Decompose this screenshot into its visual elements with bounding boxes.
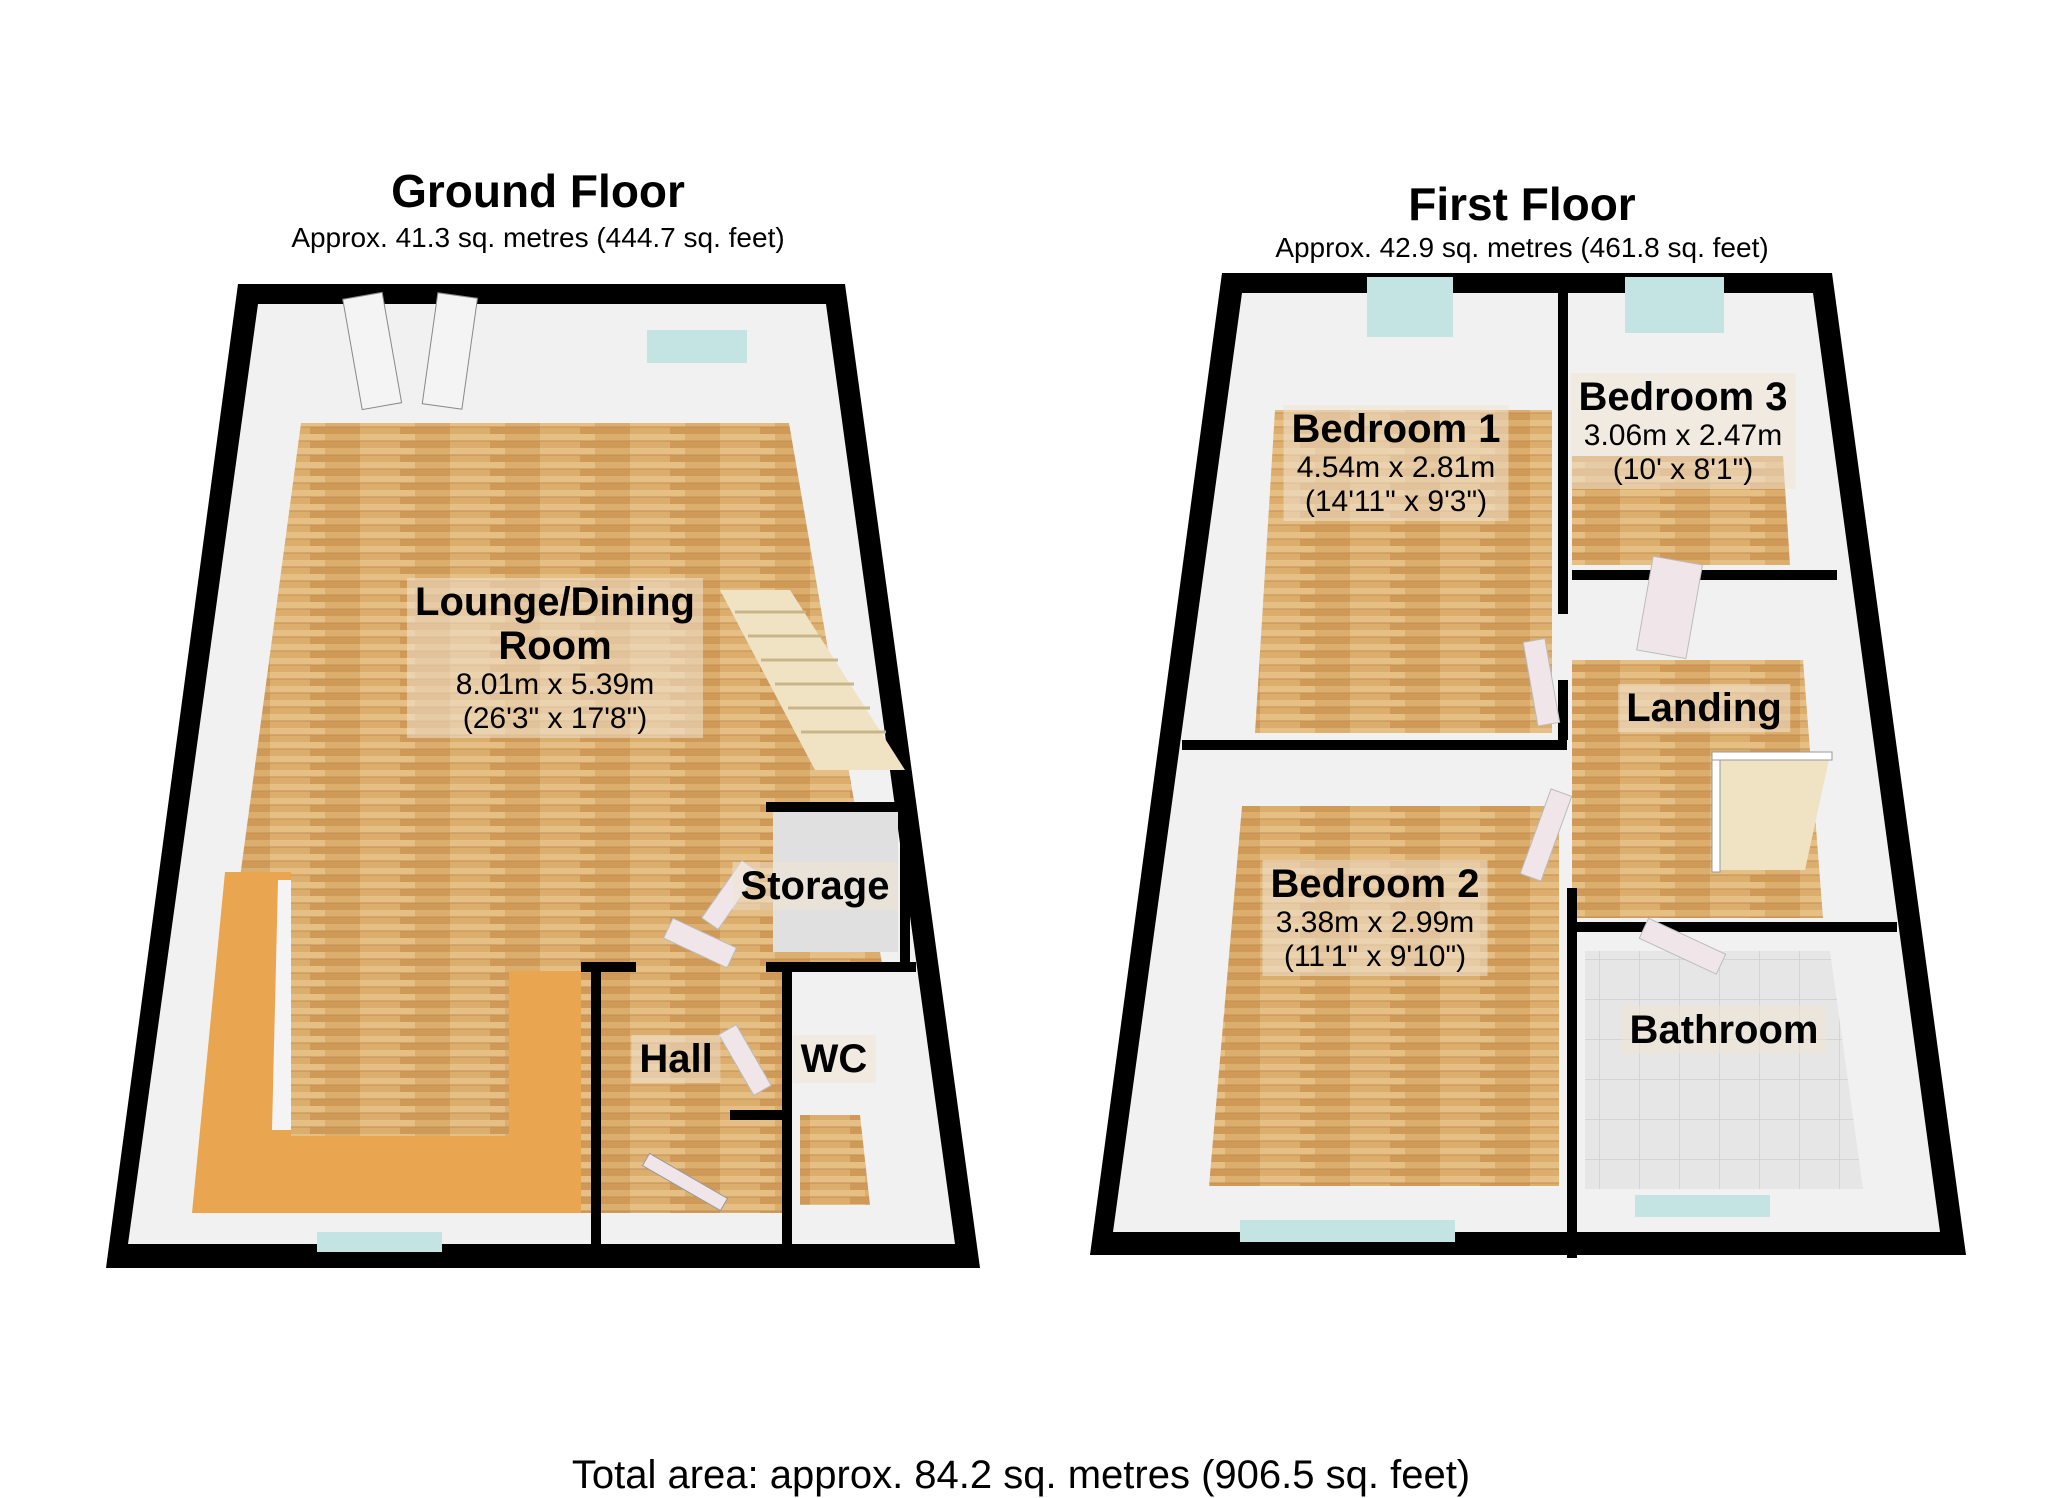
window [1240, 1220, 1455, 1242]
door[interactable] [662, 917, 738, 969]
room-imperial: (14'11" x 9'3") [1304, 485, 1488, 518]
room-name: Bedroom 1 [1291, 407, 1501, 451]
room-name: Hall [639, 1037, 713, 1081]
window [647, 330, 747, 363]
room-label-lounge: Lounge/Dining Room 8.01m x 5.39m (26'3" … [407, 578, 703, 738]
window [317, 1232, 442, 1252]
front-door[interactable] [641, 1152, 729, 1212]
room-label-bedroom-2: Bedroom 2 3.38m x 2.99m (11'1" x 9'10") [1262, 860, 1488, 976]
wc-floor [800, 1115, 870, 1205]
room-imperial: (11'1" x 9'10") [1283, 940, 1467, 973]
room-name: Bedroom 2 [1270, 862, 1480, 906]
door[interactable] [1522, 637, 1561, 727]
room-label-bathroom: Bathroom [1621, 1006, 1827, 1054]
room-metric: 4.54m x 2.81m [1296, 451, 1496, 484]
first-floor-plan [1090, 273, 1966, 1258]
room-imperial: (26'3" x 17'8") [462, 702, 648, 735]
room-name: Landing [1626, 686, 1782, 730]
door[interactable] [1636, 555, 1704, 660]
bathroom-floor [1585, 951, 1863, 1189]
door[interactable] [1519, 788, 1573, 882]
landing-staircase [1711, 751, 1833, 873]
room-name: Bedroom 3 [1578, 375, 1788, 419]
ground-floor-area: Approx. 41.3 sq. metres (444.7 sq. feet) [291, 222, 785, 253]
door[interactable] [1638, 917, 1727, 975]
room-metric: 8.01m x 5.39m [455, 668, 655, 701]
staircase [720, 590, 905, 770]
door[interactable] [718, 1024, 772, 1096]
first-floor-area: Approx. 42.9 sq. metres (461.8 sq. feet) [1275, 232, 1769, 263]
french-door-right[interactable] [421, 292, 479, 410]
room-label-bedroom-3: Bedroom 3 3.06m x 2.47m (10' x 8'1") [1570, 373, 1796, 489]
ground-floor-title: Ground Floor [391, 165, 685, 217]
room-label-landing: Landing [1618, 684, 1790, 732]
first-floor-title: First Floor [1408, 178, 1636, 230]
window [1625, 277, 1724, 333]
room-label-storage: Storage [732, 862, 898, 910]
window [1367, 277, 1453, 337]
room-label-wc: WC [792, 1035, 876, 1083]
room-metric: 3.38m x 2.99m [1275, 906, 1475, 939]
room-name-line2: Room [498, 624, 612, 668]
counter-cabinets [272, 880, 291, 1130]
room-imperial: (10' x 8'1") [1612, 453, 1754, 486]
ground-floor-plan [106, 284, 980, 1268]
french-door-left[interactable] [342, 291, 403, 411]
room-metric: 3.06m x 2.47m [1583, 419, 1783, 452]
room-name: WC [800, 1037, 868, 1081]
ground-internal-walls [581, 802, 916, 1252]
room-name: Lounge/Dining [415, 580, 695, 624]
first-internal-walls [1182, 284, 1897, 1258]
window [1635, 1195, 1770, 1217]
room-label-hall: Hall [631, 1035, 721, 1083]
room-name: Bathroom [1629, 1008, 1819, 1052]
room-name: Storage [740, 864, 890, 908]
room-label-bedroom-1: Bedroom 1 4.54m x 2.81m (14'11" x 9'3") [1283, 405, 1509, 521]
total-area: Total area: approx. 84.2 sq. metres (906… [571, 1453, 1471, 1497]
